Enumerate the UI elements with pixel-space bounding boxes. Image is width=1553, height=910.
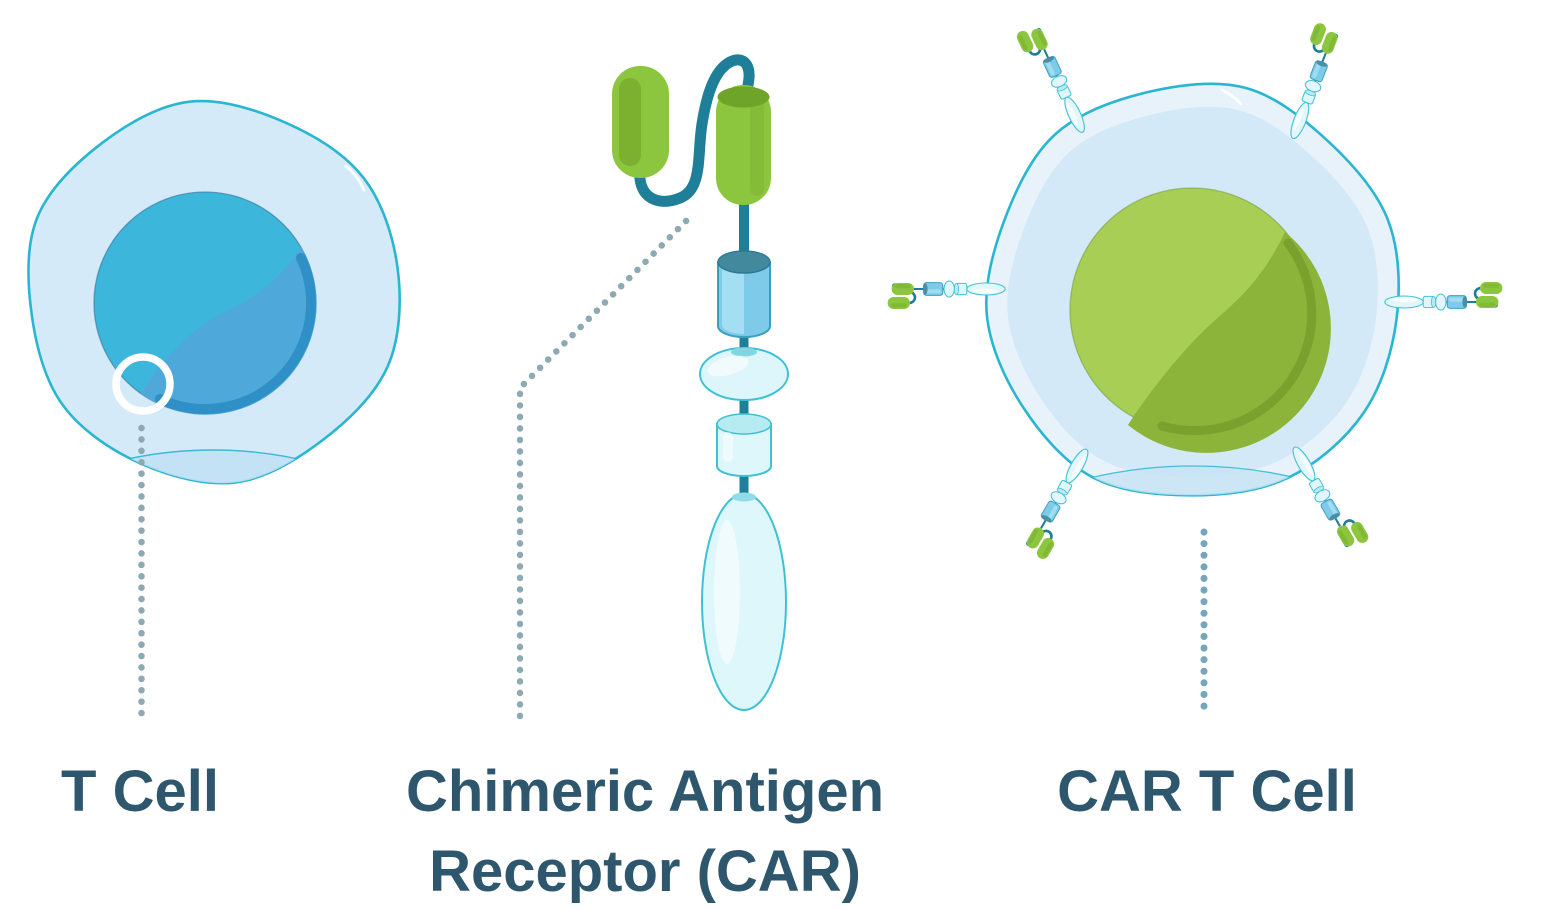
car-receptor-right <box>1383 280 1504 312</box>
t-cell-label: T Cell <box>61 759 219 824</box>
car-leader-line <box>516 216 691 720</box>
t-cell-nucleus-patch <box>141 247 317 415</box>
car-lens-notch <box>731 347 757 357</box>
t-cell-membrane-bottom-shade <box>28 449 400 484</box>
t-cell-figure <box>27 99 401 720</box>
car-small-cylinder-top <box>716 413 772 435</box>
car-t-cell-figure <box>886 20 1504 720</box>
car-hinge-lens <box>699 347 789 401</box>
t-cell-nucleus-rim <box>155 253 316 414</box>
car-lens-highlight <box>707 355 749 377</box>
car-costimulatory-domain <box>716 413 772 477</box>
car-receptor-bottom-right <box>1286 435 1372 555</box>
car-blue-cylinder-highlight <box>722 263 744 334</box>
t-cell-membrane-highlight <box>344 164 366 192</box>
car-label-line-1: Chimeric Antigen <box>405 759 885 824</box>
car-receptor-top-left <box>1013 20 1092 142</box>
car-long-oval-highlight <box>714 520 740 664</box>
car-figure <box>516 54 789 720</box>
car-signaling-domain <box>701 492 787 711</box>
car-t-cell-bottom-shade <box>986 465 1399 496</box>
car-green-pill-right-top <box>717 86 770 108</box>
car-t-cell-label: CAR T Cell <box>1057 759 1357 824</box>
car-t-nucleus-rim <box>1157 238 1317 436</box>
car-t-cell-nucleus <box>1069 187 1331 453</box>
car-label-line-2: Receptor (CAR) <box>429 839 861 904</box>
car-t-membrane-highlight <box>1220 88 1243 106</box>
car-linker-curve <box>634 54 755 207</box>
car-green-pill-left-shade <box>619 78 641 166</box>
annotation-ring <box>112 353 174 415</box>
car-label: Chimeric Antigen Receptor (CAR) <box>395 752 895 910</box>
car-green-pill-right-shade <box>750 100 764 196</box>
t-cell-nucleus <box>93 191 317 415</box>
car-antigen-binding-domain <box>612 66 771 205</box>
car-transmembrane-domain <box>717 250 771 338</box>
car-small-cylinder-highlight <box>723 432 733 462</box>
car-long-oval-notch <box>732 492 756 502</box>
car-blue-cylinder-top <box>717 250 771 274</box>
